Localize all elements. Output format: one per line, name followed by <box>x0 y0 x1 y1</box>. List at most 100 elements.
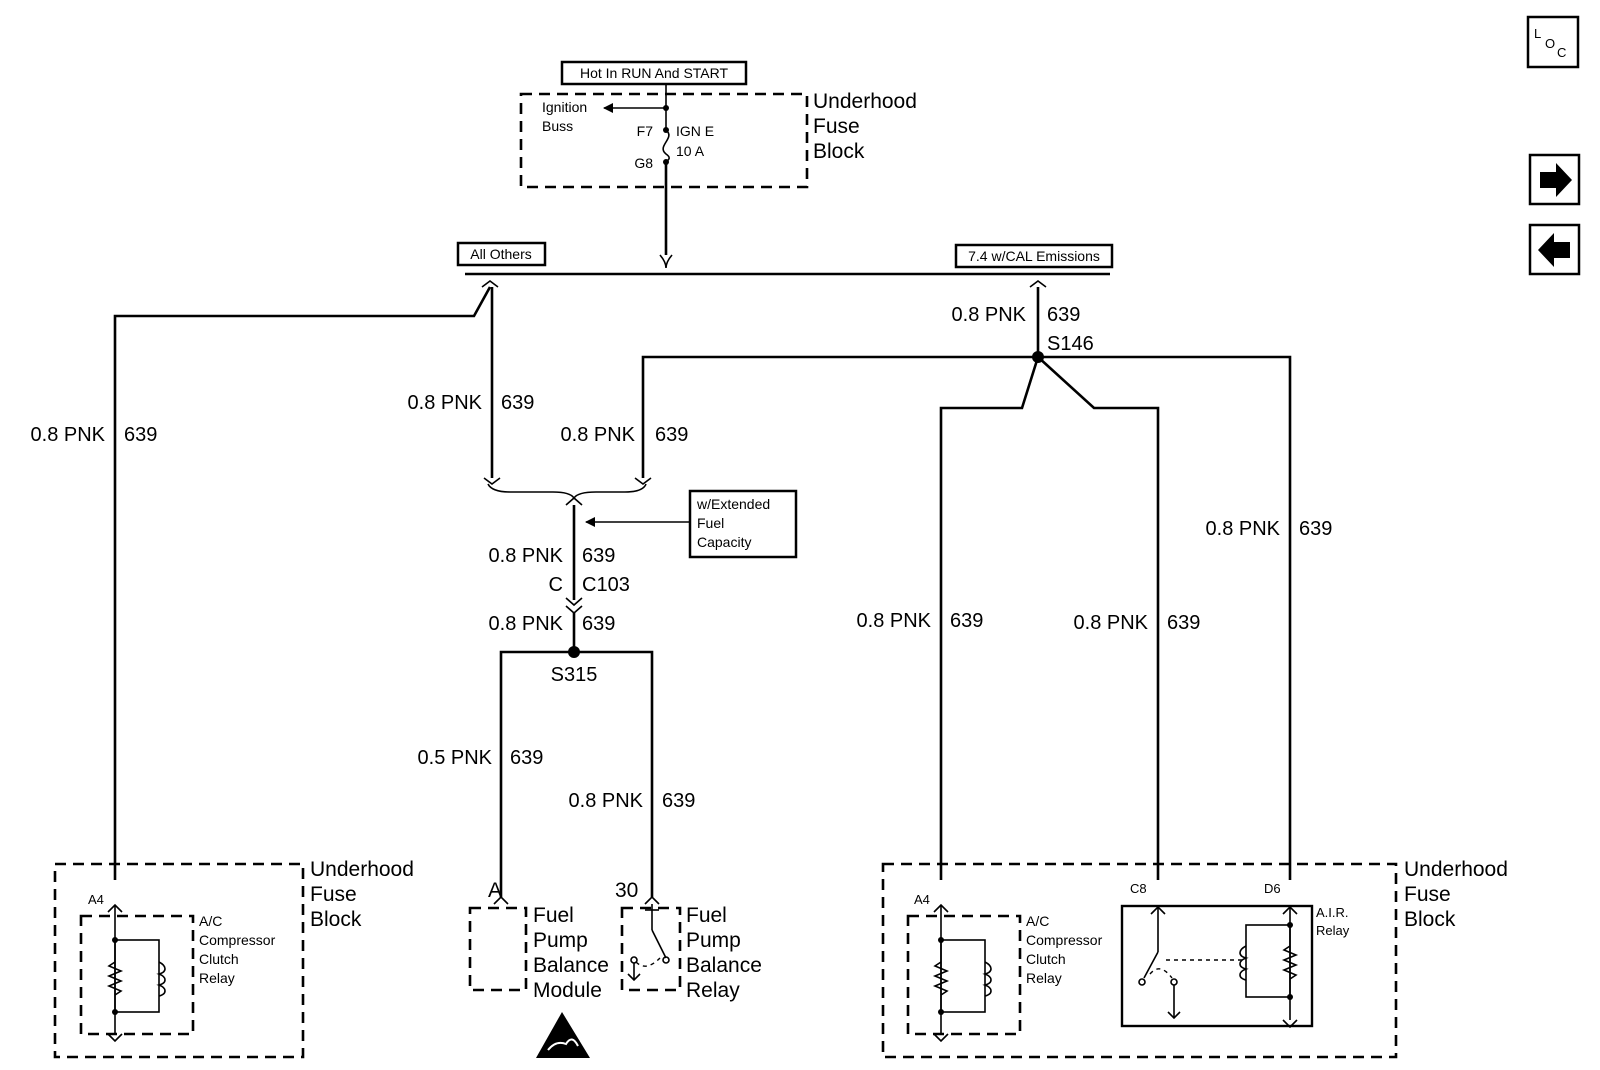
wire-cal-size: 0.8 PNK <box>952 304 1027 326</box>
location-label-l: L <box>1534 26 1541 41</box>
terminal-a4-right: A4 <box>914 892 930 907</box>
wire-s315-to-module <box>499 650 574 897</box>
underhood-fuse-block-top: Hot In RUN And START Underhood Fuse Bloc… <box>519 60 917 189</box>
fuel-pump-relay-outline <box>620 906 682 992</box>
fuel-pump-module-label-1: Fuel <box>533 904 574 927</box>
fuse-name: IGN E <box>676 123 714 139</box>
fuse-terminal-g8: G8 <box>634 155 653 171</box>
wire-relay-size: 0.8 PNK <box>569 790 644 812</box>
resistor-icon <box>106 961 124 996</box>
fuse-block-right-name-2: Fuse <box>1404 883 1451 906</box>
merge-bracket <box>487 483 647 500</box>
air-relay-label-1: A.I.R. <box>1316 905 1349 920</box>
wire-a4-right-size: 0.8 PNK <box>857 610 932 632</box>
fuel-pump-relay-label-3: Balance <box>686 954 762 977</box>
extended-fuel-label-3: Capacity <box>697 534 751 550</box>
wire-center-size: 0.8 PNK <box>561 424 636 446</box>
coil-icon <box>982 961 992 997</box>
hot-in-run-start-label: Hot In RUN And START <box>580 65 729 81</box>
fuel-pump-module-label-2: Pump <box>533 929 588 952</box>
relay-switch-contact <box>651 929 667 959</box>
fuse-terminal-f7: F7 <box>637 123 654 139</box>
wire-center-circuit: 639 <box>655 424 688 446</box>
ac-relay-left-label-1: A/C <box>199 913 222 929</box>
wire-all-others-circuit: 639 <box>501 392 534 414</box>
fuse-block-left-name-3: Block <box>310 908 362 931</box>
ignition-buss-label-1: Ignition <box>542 99 587 115</box>
left-arrow-icon <box>1538 233 1570 267</box>
fuse-block-right-name-1: Underhood <box>1404 858 1508 881</box>
wire-c103-bottom-size: 0.8 PNK <box>489 613 564 635</box>
wire-left-circuit: 639 <box>124 424 157 446</box>
fuse-block-top-outline <box>519 92 809 189</box>
wire-s146-to-d6 <box>1038 355 1292 880</box>
extended-fuel-label-1: w/Extended <box>696 496 770 512</box>
wire-relay-circuit: 639 <box>662 790 695 812</box>
wire-module-circuit: 639 <box>510 747 543 769</box>
all-others-label: All Others <box>470 246 531 262</box>
fuse-block-left-name-1: Underhood <box>310 858 414 881</box>
wire-c8-size: 0.8 PNK <box>1074 612 1149 634</box>
location-label-c: C <box>1557 45 1566 60</box>
resistor-icon <box>932 961 950 996</box>
fuse-block-right-outline <box>881 862 1398 1059</box>
wire-d6-size: 0.8 PNK <box>1206 518 1281 540</box>
fuel-pump-module-label-4: Module <box>533 979 602 1002</box>
location-label-o: O <box>1545 36 1555 51</box>
wire-c103-top-circuit: 639 <box>582 545 615 567</box>
underhood-fuse-block-left: Underhood Fuse Block A4 A/C Compressor C… <box>53 858 414 1059</box>
hot-in-run-start-box <box>560 60 748 86</box>
terminal-d6: D6 <box>1264 881 1281 896</box>
location-button[interactable]: L O C <box>1526 15 1580 69</box>
ac-relay-right-label-2: Compressor <box>1026 932 1103 948</box>
fuse-block-right-name-3: Block <box>1404 908 1456 931</box>
extended-fuel-label-2: Fuel <box>697 515 724 531</box>
ac-relay-left-outline <box>79 914 195 1036</box>
fuse-block-top-name-2: Fuse <box>813 115 860 138</box>
resistor-icon <box>1281 945 1299 980</box>
fuse-block-top-name-1: Underhood <box>813 90 917 113</box>
fuel-pump-balance-relay: 30 Fuel Pump Balance Relay <box>615 879 762 1002</box>
fuel-pump-module-label-3: Balance <box>533 954 609 977</box>
terminal-a4-left: A4 <box>88 892 104 907</box>
ac-relay-right-label-3: Clutch <box>1026 951 1066 967</box>
coil-icon <box>156 961 166 997</box>
wire-s146-to-center <box>641 355 1038 478</box>
wire-cal-circuit: 639 <box>1047 304 1080 326</box>
cal-emissions-label: 7.4 w/CAL Emissions <box>968 248 1100 264</box>
fuel-pump-relay-label-4: Relay <box>686 979 740 1002</box>
wire-d6-circuit: 639 <box>1299 518 1332 540</box>
cal-emissions-box <box>954 243 1114 269</box>
extended-fuel-box <box>688 489 798 559</box>
connector-c103: C103 <box>582 574 630 596</box>
esd-warning-icon <box>536 1012 590 1058</box>
fuel-pump-module-outline <box>468 906 528 992</box>
fuse-block-left-name-2: Fuse <box>310 883 357 906</box>
next-page-button[interactable] <box>1528 153 1581 206</box>
wire-s315-to-relay <box>574 650 654 897</box>
connector-c103-symbol <box>565 597 583 607</box>
coil-icon <box>1239 945 1249 981</box>
terminal-30: 30 <box>615 879 638 902</box>
fuel-pump-relay-label-2: Pump <box>686 929 741 952</box>
air-relay-outline <box>1120 904 1314 1028</box>
wire-s146-to-a4-right <box>939 356 1040 880</box>
wire-module-size: 0.5 PNK <box>418 747 493 769</box>
previous-page-button[interactable] <box>1528 223 1581 276</box>
wire-a4-right-circuit: 639 <box>950 610 983 632</box>
fuse-ign-e-symbol <box>662 129 670 163</box>
ac-relay-right-label-1: A/C <box>1026 913 1049 929</box>
splice-s146-label: S146 <box>1047 333 1094 355</box>
all-others-box <box>456 241 547 267</box>
ac-relay-left-label-2: Compressor <box>199 932 276 948</box>
feed-wire-break <box>659 254 673 269</box>
ac-relay-left-label-4: Relay <box>199 970 235 986</box>
ac-relay-left-label-3: Clutch <box>199 951 239 967</box>
splice-s315-label: S315 <box>551 664 598 686</box>
fuel-pump-balance-module: A Fuel Pump Balance Module <box>468 879 609 1002</box>
wire-c103-top-size: 0.8 PNK <box>489 545 564 567</box>
right-arrow-icon <box>1540 163 1572 197</box>
air-relay-switch <box>1143 951 1159 979</box>
ignition-buss-label-2: Buss <box>542 118 573 134</box>
